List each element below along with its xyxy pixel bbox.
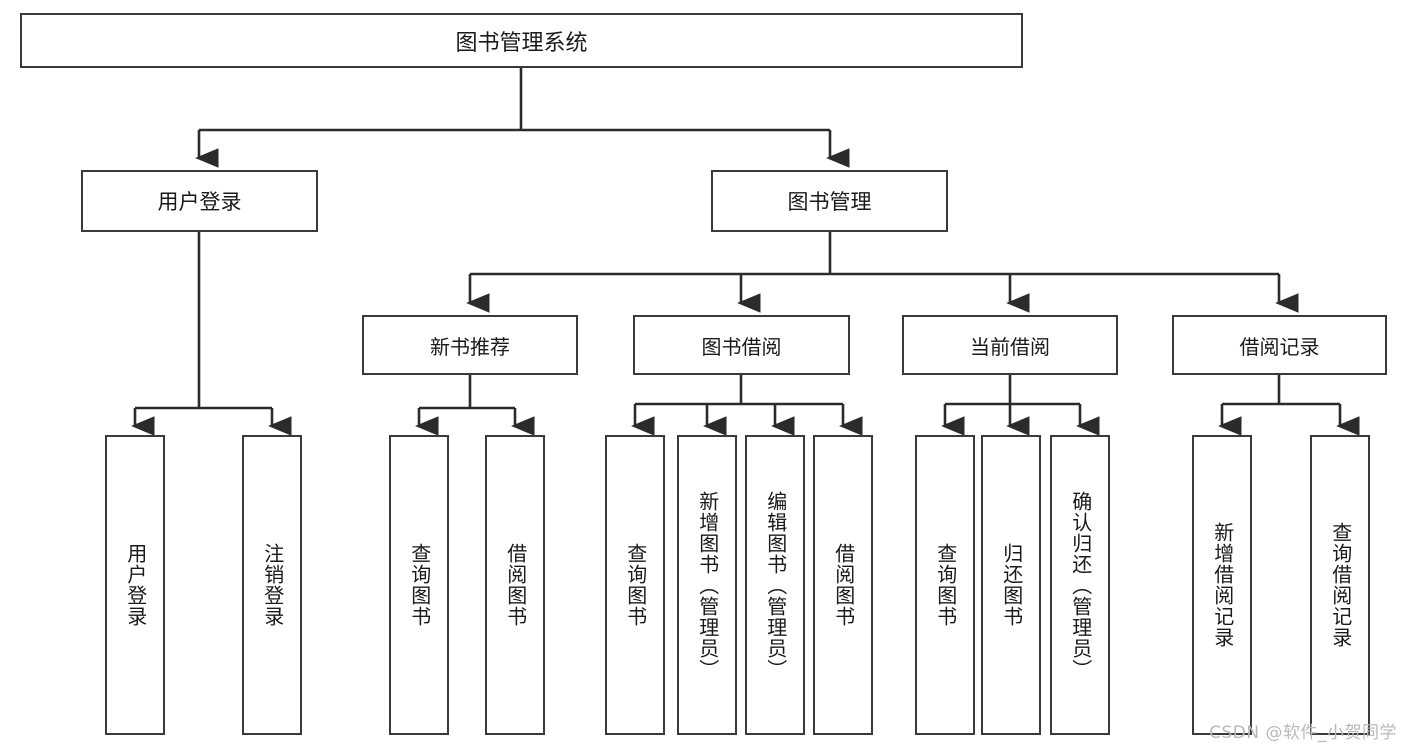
- node-current-borrow[interactable]: 当前借阅: [902, 315, 1118, 375]
- leaf-borrow-book[interactable]: 借阅图书: [813, 435, 873, 735]
- node-label: 当前借阅: [970, 334, 1050, 359]
- leaf-query-book-recommend[interactable]: 查询图书: [389, 435, 449, 735]
- node-new-book-recommend[interactable]: 新书推荐: [362, 315, 578, 375]
- node-label: 查询图书: [407, 543, 432, 627]
- leaf-query-book-current[interactable]: 查询图书: [915, 435, 975, 735]
- leaf-return-book[interactable]: 归还图书: [981, 435, 1041, 735]
- node-book-borrow[interactable]: 图书借阅: [633, 315, 850, 375]
- leaf-edit-book-admin[interactable]: 编辑图书（管理员）: [745, 435, 805, 735]
- leaf-confirm-return-admin[interactable]: 确认归还（管理员）: [1050, 435, 1110, 735]
- node-label: 查询借阅记录: [1328, 522, 1353, 648]
- leaf-query-borrow-record[interactable]: 查询借阅记录: [1310, 435, 1370, 735]
- node-label: 新增借阅记录: [1210, 522, 1235, 648]
- leaf-add-book-admin[interactable]: 新增图书（管理员）: [677, 435, 737, 735]
- node-label: 用户登录: [123, 543, 148, 627]
- node-root-system[interactable]: 图书管理系统: [20, 13, 1023, 68]
- node-label: 借阅图书: [503, 543, 528, 627]
- node-label: 图书管理: [787, 190, 872, 214]
- leaf-logout-login[interactable]: 注销登录: [242, 435, 302, 735]
- node-label: 图书管理系统: [455, 30, 588, 56]
- node-label: 新增图书（管理员）: [695, 490, 720, 680]
- watermark-text: CSDN @软件_小贺同学: [1209, 723, 1397, 743]
- leaf-user-login[interactable]: 用户登录: [105, 435, 165, 735]
- node-label: 注销登录: [260, 543, 285, 627]
- leaf-borrow-book-recommend[interactable]: 借阅图书: [485, 435, 545, 735]
- node-label: 用户登录: [157, 190, 242, 214]
- node-user-login[interactable]: 用户登录: [81, 170, 318, 232]
- node-label: 归还图书: [999, 543, 1024, 627]
- node-label: 编辑图书（管理员）: [763, 490, 788, 680]
- node-book-management[interactable]: 图书管理: [711, 170, 948, 232]
- node-label: 确认归还（管理员）: [1068, 490, 1093, 680]
- node-borrow-record[interactable]: 借阅记录: [1172, 315, 1387, 375]
- leaf-query-book-borrow[interactable]: 查询图书: [605, 435, 665, 735]
- leaf-add-borrow-record[interactable]: 新增借阅记录: [1192, 435, 1252, 735]
- node-label: 图书借阅: [701, 334, 782, 359]
- node-label: 查询图书: [623, 543, 648, 627]
- node-label: 借阅图书: [831, 543, 856, 627]
- node-label: 借阅记录: [1239, 334, 1320, 359]
- node-label: 新书推荐: [430, 334, 510, 359]
- node-label: 查询图书: [933, 543, 958, 627]
